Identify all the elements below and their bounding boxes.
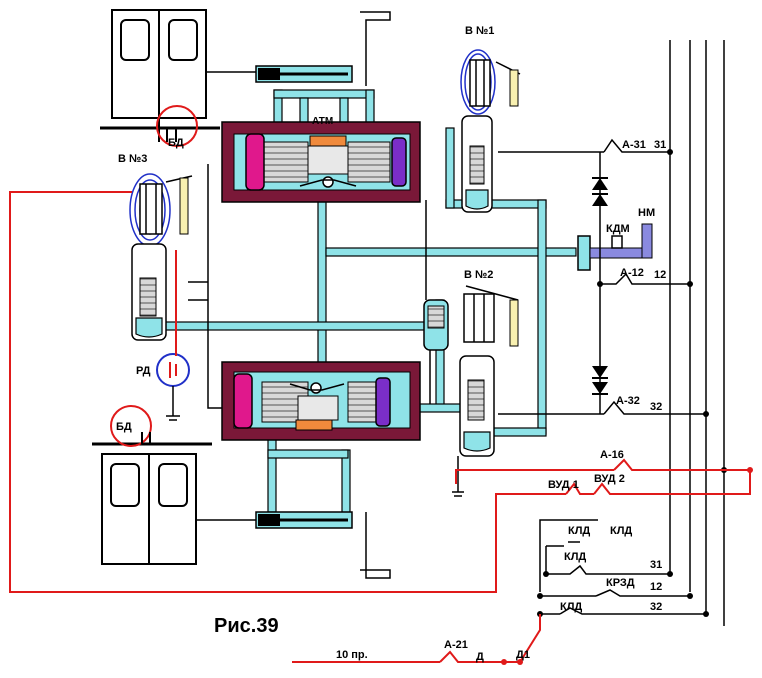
contact-a12-label: А-12: [620, 267, 644, 279]
wire-10-label: 10 пр.: [336, 649, 368, 661]
contact-a31-label: А-31: [622, 139, 646, 151]
nm-label: НМ: [638, 207, 655, 219]
door-bottom: [92, 442, 212, 565]
door-sensor-top-label: БД: [168, 137, 184, 149]
piston-housing-top: АТМ: [221, 116, 421, 203]
wire-12-bottom-label: 12: [650, 581, 662, 593]
kdm-label: КДМ: [606, 223, 630, 235]
valve-1: В №1: [460, 25, 521, 213]
diode-top: [592, 177, 608, 206]
door-cylinder-top: [255, 65, 353, 83]
contact-kld2-label: КЛД: [610, 525, 632, 537]
wire-12-top-label: 12: [654, 269, 666, 281]
piston-housing-bottom: [221, 361, 421, 441]
contact-kld1-label: КЛД: [568, 525, 590, 537]
contact-d1-label: Д1: [516, 649, 530, 661]
valve-2: В №2: [452, 269, 519, 497]
contact-a21-label: А-21: [444, 639, 468, 651]
figure-caption: Рис.39: [214, 615, 279, 637]
contact-a16-label: А-16: [600, 449, 624, 461]
valve-3-label: В №3: [118, 153, 147, 165]
kdm-switch: КДМ НМ: [577, 207, 655, 271]
valve-1-label: В №1: [465, 25, 494, 37]
door-cylinder-bottom: [255, 511, 353, 529]
air-pipes: [157, 89, 577, 521]
diode-bottom: [592, 366, 608, 395]
contact-a32-label: А-32: [616, 395, 640, 407]
pressure-relay: РД: [136, 353, 190, 421]
atm-label: АТМ: [312, 116, 333, 127]
contact-kld4-label: КЛД: [560, 601, 582, 613]
wire-32-bottom-label: 32: [650, 601, 662, 613]
contact-vud1-label: ВУД 1: [548, 479, 579, 491]
wire-32-top-label: 32: [650, 401, 662, 413]
electric-wiring: [498, 40, 725, 626]
valve-2-label: В №2: [464, 269, 493, 281]
door-sensor-bottom-label: БД: [116, 421, 132, 433]
relay-valve: [423, 299, 449, 351]
contact-vud2-label: ВУД 2: [594, 473, 625, 485]
red-wiring: [9, 191, 751, 663]
junction-dots: [537, 149, 727, 617]
wire-31-bottom-label: 31: [650, 559, 662, 571]
contact-krzd-label: КРЗД: [606, 577, 635, 589]
red-dots: [501, 467, 753, 665]
door-top: [100, 9, 220, 142]
valve-3: В №3: [118, 153, 193, 341]
door-sensor-bottom: БД: [110, 405, 152, 447]
door-sensor-top: БД: [156, 105, 198, 149]
contact-d-label: Д: [476, 651, 484, 663]
contact-kld3-label: КЛД: [564, 551, 586, 563]
wire-31-top-label: 31: [654, 139, 666, 151]
pressure-relay-label: РД: [136, 365, 151, 377]
